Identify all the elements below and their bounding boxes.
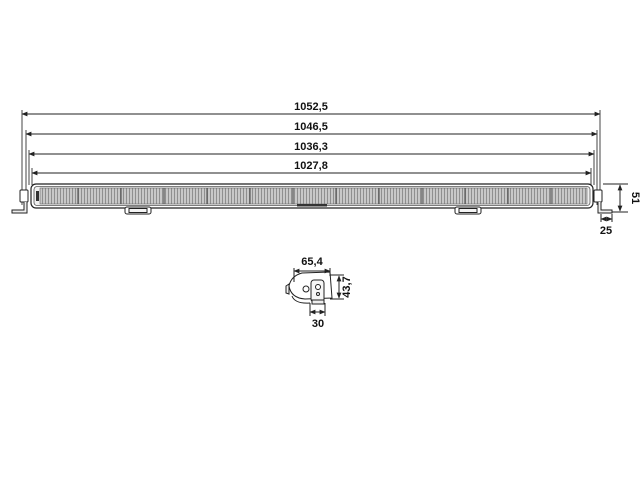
- height-dimension: [603, 183, 628, 213]
- bracket-depth-dimension: [600, 214, 613, 222]
- center-logo: [297, 204, 327, 207]
- dim-label-43-7: 43,7: [341, 276, 353, 297]
- side-bracket-dimension: [309, 303, 326, 316]
- light-bar-front-view: [30, 183, 594, 209]
- lens-segment-dividers: [77, 188, 552, 204]
- dim-label-1036: 1036,3: [294, 141, 328, 153]
- end-bracket-left: [11, 189, 29, 214]
- width-dimension-lines: [21, 111, 601, 176]
- dim-label-65-4: 65,4: [301, 256, 323, 268]
- dim-label-25: 25: [600, 225, 612, 237]
- dim-label-1027: 1027,8: [294, 160, 328, 172]
- side-height-dimension: [330, 274, 344, 300]
- dim-label-1046: 1046,5: [294, 121, 328, 133]
- logo-badge: [36, 191, 39, 201]
- light-bar-lens: [39, 187, 588, 205]
- mounting-foot-left: [124, 206, 152, 215]
- dim-label-1052: 1052,5: [294, 101, 328, 113]
- dim-label-51: 51: [629, 192, 640, 204]
- dim-label-30: 30: [312, 318, 324, 330]
- mounting-foot-right: [454, 206, 482, 215]
- light-bar-side-view: [285, 271, 333, 305]
- end-bracket-right: [593, 189, 613, 214]
